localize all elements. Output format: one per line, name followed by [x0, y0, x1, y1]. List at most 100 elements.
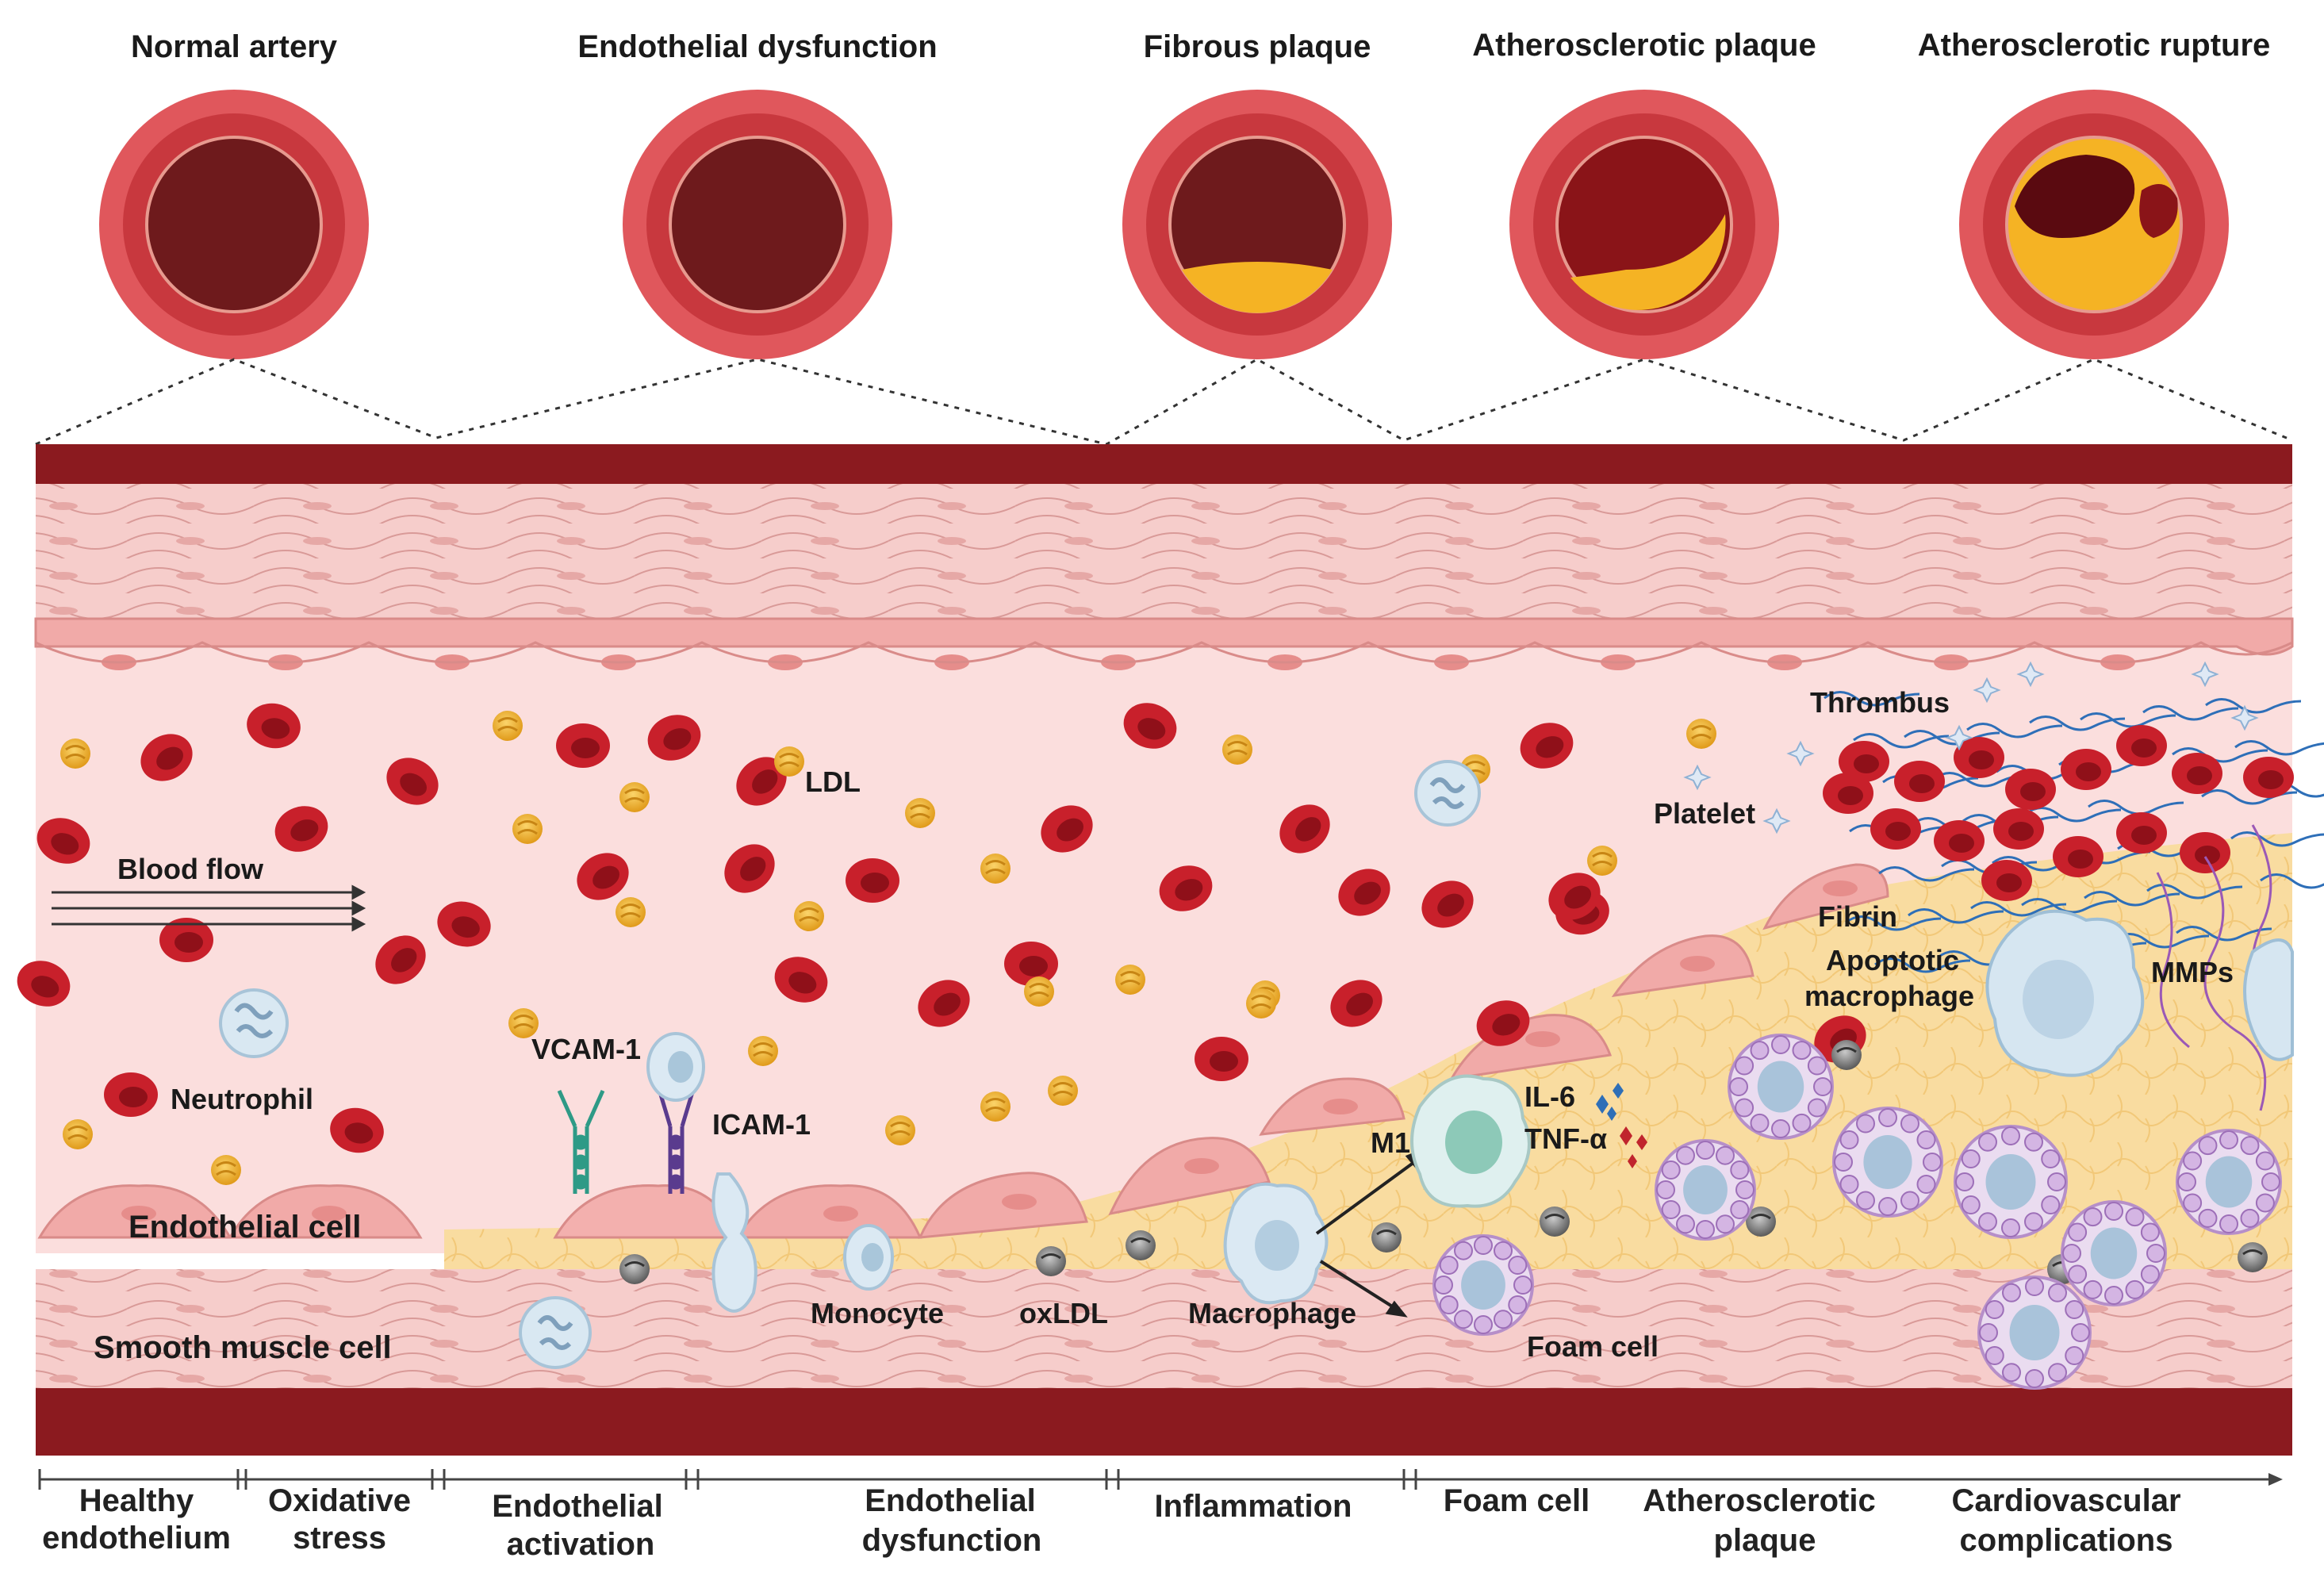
red-blood-cell: [1004, 942, 1058, 986]
ldl-particle: [63, 1119, 93, 1149]
foam-cell: [1954, 1125, 2068, 1239]
oxldl-particle: [1540, 1206, 1570, 1237]
platelet: [1973, 677, 2001, 704]
foam-cell: [2176, 1129, 2282, 1235]
oxldl-particle: [1036, 1246, 1066, 1276]
platelet: [1683, 764, 1712, 791]
timeline: Healthy endothelium Oxidative stress End…: [38, 1469, 2283, 1562]
il6-cytokines: [1596, 1083, 1624, 1121]
ldl-particle: [1587, 846, 1617, 876]
red-blood-cell: [375, 935, 426, 984]
m1-label: M1: [1371, 1126, 1410, 1159]
platelets: [1683, 661, 2259, 834]
thrombus-red-cell: [1993, 808, 2044, 850]
red-blood-cell: [1195, 1037, 1248, 1081]
red-blood-cell: [330, 1107, 384, 1153]
platelet: [1786, 740, 1815, 767]
vcam1-label: VCAM-1: [531, 1033, 641, 1065]
ldl-particle: [1686, 719, 1716, 749]
ldl-particle: [748, 1036, 778, 1066]
timeline-4-line2: dysfunction: [862, 1523, 1042, 1558]
apoptotic-label: Apoptotic: [1826, 944, 1959, 976]
foam-cell: [2061, 1200, 2167, 1306]
ldl-particle: [980, 1091, 1011, 1122]
stage-title-3: Fibrous plaque: [1144, 29, 1371, 64]
macrophage-apoptotic-label: macrophage: [1804, 980, 1974, 1012]
monocyte-label: Monocyte: [811, 1297, 944, 1329]
thrombus-red-cell: [2116, 725, 2167, 766]
red-blood-cell: [577, 853, 629, 900]
red-blood-cell: [774, 957, 828, 1003]
red-blood-cell: [1330, 980, 1383, 1027]
ldl-particles: [60, 711, 1716, 1284]
thrombus-red-cell: [2005, 769, 2056, 810]
oxldl-particle: [619, 1254, 650, 1284]
red-blood-cell: [918, 980, 970, 1027]
red-blood-cell: [736, 757, 787, 806]
stage-title-2: Endothelial dysfunction: [577, 29, 937, 64]
ldl-particle: [1246, 988, 1276, 1018]
ldl-particle: [508, 1008, 539, 1038]
red-blood-cell: [1520, 723, 1574, 769]
vcam1-molecule: [557, 1089, 605, 1194]
timeline-1-line1: Healthy: [79, 1483, 194, 1518]
red-blood-cell: [724, 844, 775, 893]
vessel-section: [34, 444, 2294, 1456]
ldl-label: LDL: [805, 765, 861, 798]
stage-title-5: Atherosclerotic rupture: [1918, 28, 2271, 63]
oxldl-particle: [1831, 1040, 1862, 1070]
oxldl-label: oxLDL: [1019, 1297, 1108, 1329]
platelet: [2230, 704, 2259, 731]
macrophage-label: Macrophage: [1188, 1297, 1356, 1329]
thrombus-red-cell: [2116, 812, 2167, 854]
red-blood-cell: [36, 818, 90, 864]
foam-cell: [1832, 1107, 1943, 1218]
red-blood-cell: [556, 723, 610, 768]
ldl-particle: [1115, 965, 1145, 995]
macrophage-cell: [1223, 1182, 1329, 1305]
thrombus: [1823, 691, 2324, 1111]
red-blood-cell: [159, 918, 213, 962]
timeline-3-line1: Endothelial: [492, 1489, 663, 1524]
thrombus-red-cell: [1934, 820, 1985, 861]
apoptotic-macrophage-2: [2243, 938, 2294, 1061]
thrombus-red-cell: [2243, 757, 2294, 798]
timeline-2-line2: stress: [293, 1521, 386, 1556]
timeline-2-line1: Oxidative: [268, 1483, 411, 1518]
artery-cross-section-atherosclerotic: [1509, 90, 1779, 359]
icam1-label: ICAM-1: [712, 1108, 811, 1141]
red-blood-cell: [1041, 805, 1093, 853]
ldl-particle: [1222, 735, 1252, 765]
mmps-label: MMPs: [2151, 956, 2234, 988]
red-blood-cell: [437, 901, 491, 947]
foam-cell: [1432, 1234, 1534, 1336]
thrombus-red-cell: [2172, 753, 2222, 794]
foam-cell-label: Foam cell: [1527, 1330, 1659, 1363]
thrombus-red-cell: [1870, 808, 1921, 850]
top-endothelium: [34, 617, 2294, 656]
monocyte-cell: [843, 1224, 894, 1291]
thrombus-red-cell: [1954, 737, 2004, 778]
neutrophil-cell-3: [519, 1296, 592, 1369]
timeline-7-line1: Atherosclerotic: [1643, 1483, 1875, 1518]
red-blood-cell: [1338, 869, 1390, 916]
fibrin-label: Fibrin: [1818, 900, 1897, 933]
apoptotic-macrophage: [1985, 909, 2145, 1077]
ldl-particle: [980, 854, 1011, 884]
ldl-particle: [512, 814, 543, 844]
oxldl-particle: [1371, 1222, 1402, 1253]
platelet: [2191, 661, 2219, 688]
monocyte-transmigrating: [711, 1172, 757, 1313]
foam-cell: [1655, 1139, 1756, 1241]
plaque-lipid-core: [444, 833, 2292, 1269]
monocyte-rolling: [646, 1032, 705, 1102]
smooth-muscle-cell-label: Smooth muscle cell: [94, 1330, 392, 1365]
il6-label: IL-6: [1524, 1080, 1575, 1113]
thrombus-red-cell: [2180, 832, 2230, 873]
timeline-5-line1: Inflammation: [1155, 1489, 1352, 1524]
foam-cell: [1728, 1034, 1834, 1140]
ldl-particle: [616, 897, 646, 927]
neutrophil-label: Neutrophil: [171, 1083, 313, 1115]
ldl-particle: [905, 798, 935, 828]
thrombus-label: Thrombus: [1810, 686, 1950, 719]
